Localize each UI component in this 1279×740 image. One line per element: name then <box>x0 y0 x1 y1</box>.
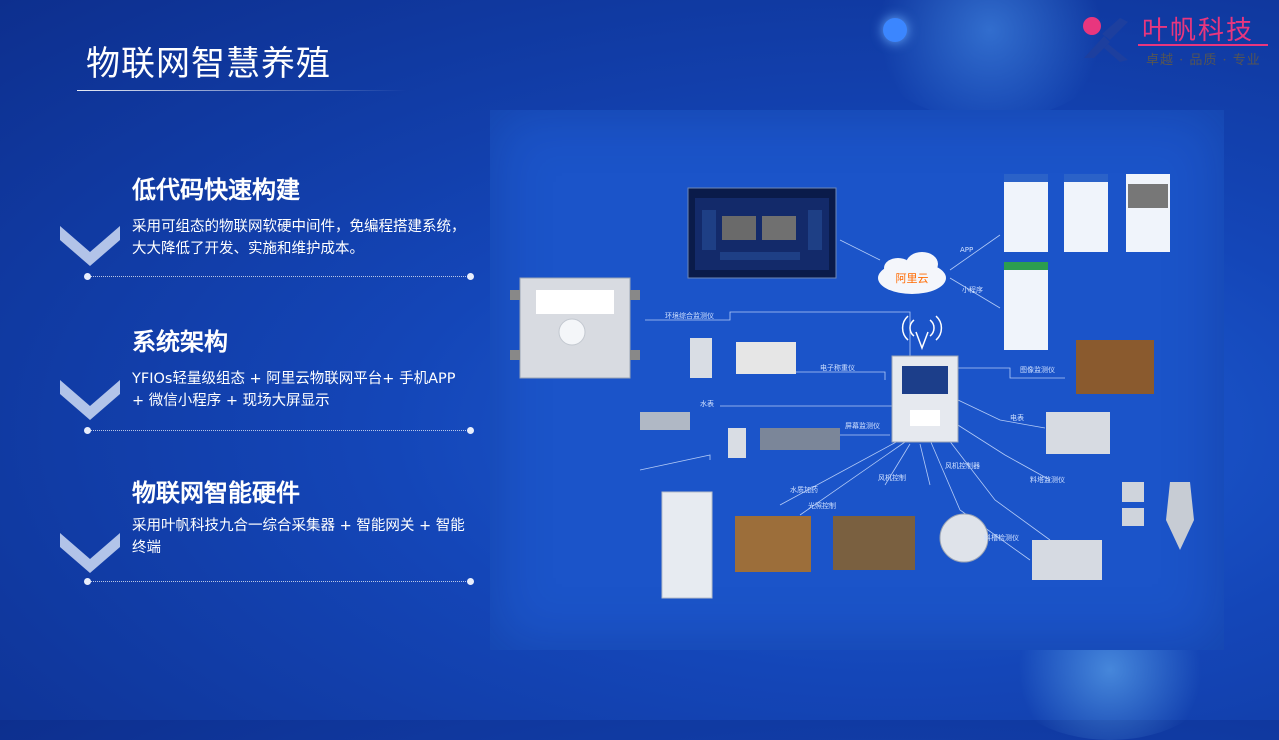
link-label: 料塔监测仪 <box>1030 475 1065 484</box>
silo-sensor-bottom <box>1122 508 1144 526</box>
mobile-app-screens <box>1004 174 1170 350</box>
weighing-scale <box>736 342 796 374</box>
environment-sensor-box <box>510 278 640 378</box>
link-label: 屏幕监测仪 <box>845 421 880 430</box>
feature-heading: 低代码快速构建 <box>132 170 300 205</box>
brand-mark-icon <box>1080 12 1136 64</box>
brand-name: 叶帆科技 <box>1142 10 1254 47</box>
fan-image <box>940 514 988 562</box>
brand-slogan: 卓越 · 品质 · 专业 <box>1146 49 1261 68</box>
title-underline <box>77 90 407 91</box>
link-label: 水质加药 <box>790 485 818 494</box>
poultry-image-1 <box>735 516 811 572</box>
link-label: APP <box>960 246 973 254</box>
feature-low-code: 低代码快速构建 采用可组态的物联网软硬中间件，免编程搭建系统，大大降低了开发、实… <box>60 170 480 280</box>
feature-text: 采用可组态的物联网软硬中间件，免编程搭建系统，大大降低了开发、实施和维护成本。 <box>132 216 472 260</box>
trough-sensor <box>728 428 746 458</box>
chevron-down-icon <box>60 222 120 266</box>
chevron-down-icon <box>60 376 120 420</box>
feed-silo <box>1166 482 1194 550</box>
silo-sensor-top <box>1122 482 1144 502</box>
egg-belt-image <box>1076 340 1154 394</box>
link-label: 小程序 <box>962 285 983 294</box>
chevron-down-icon <box>60 529 120 573</box>
cloud-label: 阿里云 <box>896 272 929 285</box>
feature-hardware: 物联网智能硬件 采用叶帆科技九合一综合采集器 + 智能网关 + 智能终端 <box>60 473 480 583</box>
link-label: 料槽检测仪 <box>984 533 1019 542</box>
wireless-antenna-icon <box>903 316 942 348</box>
link-label: 环境综合监测仪 <box>665 311 714 320</box>
level-sensor <box>690 338 712 378</box>
screen-display <box>688 188 836 278</box>
diagram-graphic: 阿里云 <box>490 110 1224 650</box>
link-label: 风机控制 <box>878 473 906 482</box>
gateway-device <box>892 356 958 442</box>
feature-text: YFIOs轻量级组态 + 阿里云物联网平台+ 手机APP + 微信小程序 + 现… <box>132 368 472 412</box>
page-title: 物联网智慧养殖 <box>86 36 331 85</box>
feature-text: 采用叶帆科技九合一综合采集器 + 智能网关 + 智能终端 <box>132 515 472 559</box>
water-meter <box>640 412 690 430</box>
link-label: 水表 <box>700 399 714 408</box>
feed-trough <box>760 428 840 450</box>
feature-heading: 物联网智能硬件 <box>132 473 300 508</box>
aliyun-cloud: 阿里云 <box>878 252 946 294</box>
system-diagram: 阿里云 <box>490 110 1224 650</box>
separator <box>88 276 470 277</box>
link-label: 图像监测仪 <box>1020 365 1055 374</box>
link-label: 光照控制 <box>808 501 836 510</box>
link-label: 电子称重仪 <box>820 363 855 372</box>
separator <box>88 581 470 582</box>
feature-heading: 系统架构 <box>132 322 228 357</box>
power-meter <box>1046 412 1110 454</box>
feature-architecture: 系统架构 YFIOs轻量级组态 + 阿里云物联网平台+ 手机APP + 微信小程… <box>60 322 480 432</box>
poultry-image-2 <box>833 516 915 570</box>
background-node <box>883 18 907 42</box>
separator <box>88 430 470 431</box>
brand-logo: 叶帆科技 卓越 · 品质 · 专业 <box>1080 8 1270 68</box>
controller-box <box>1032 540 1102 580</box>
link-label: 风机控制器 <box>945 461 980 470</box>
link-label: 电表 <box>1010 413 1024 422</box>
brand-divider <box>1138 44 1268 46</box>
dosing-cabinet <box>662 492 712 598</box>
